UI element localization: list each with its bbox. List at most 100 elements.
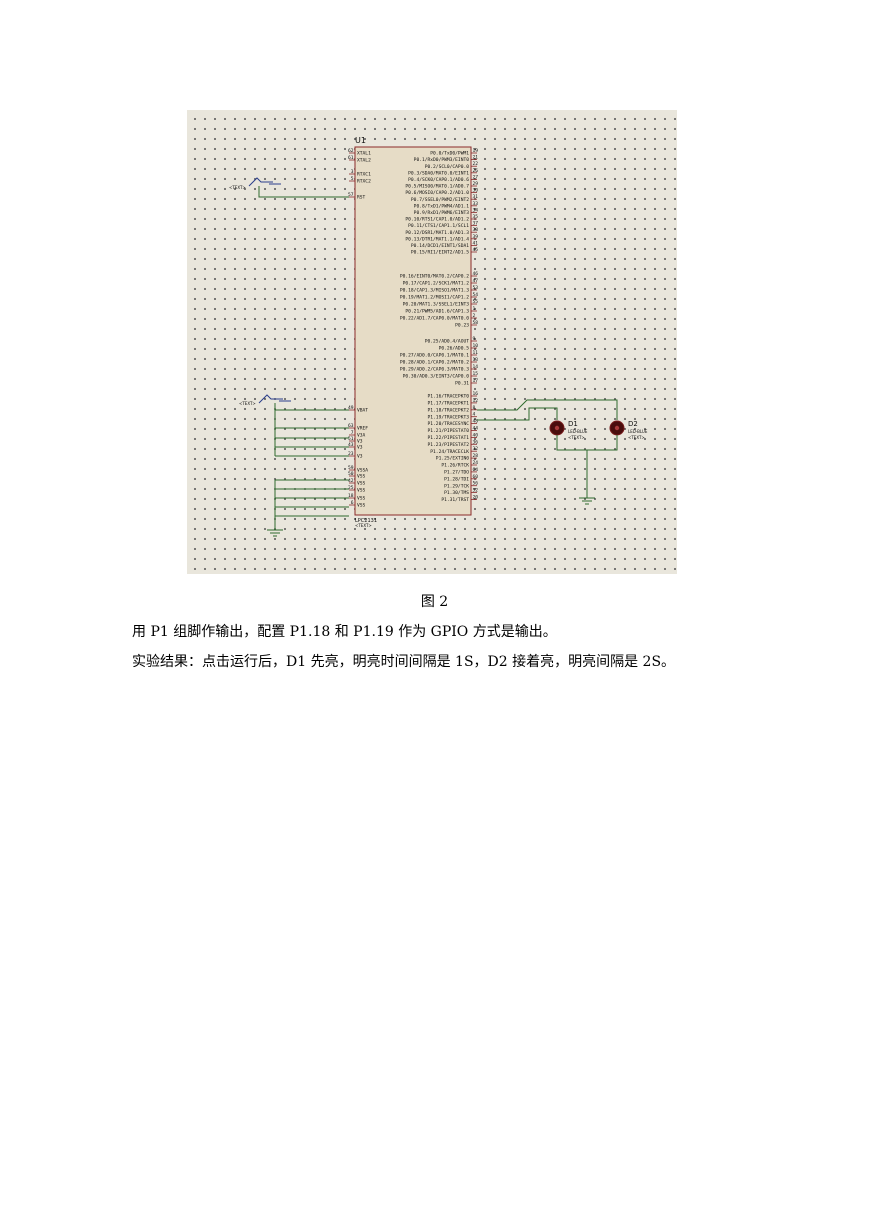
left-pin-name: RTXC1 bbox=[357, 172, 371, 178]
wire-vbat-bus bbox=[274, 403, 349, 457]
right-pin-name: P0.23 bbox=[455, 323, 469, 329]
left-pin-number: 5 bbox=[351, 176, 354, 182]
right-pin-name: P0.25/AD0.4/AOUT bbox=[425, 339, 469, 345]
ground-symbol-left bbox=[267, 526, 283, 537]
left-pin-name: V3A bbox=[357, 433, 366, 439]
left-pin-name: VSS bbox=[357, 481, 366, 487]
wire-p1-18 bbox=[477, 399, 618, 420]
vbat-power-terminal: <TEXT> bbox=[239, 394, 291, 406]
right-pin-number: 28 bbox=[473, 453, 479, 459]
chip-part: LPC2131 bbox=[355, 518, 377, 524]
led-d1-ref: D1 bbox=[568, 420, 578, 428]
right-pin-name: P0.10/RTS1/CAP1.0/AD1.2 bbox=[405, 217, 469, 223]
right-pin: P0.0/TxD0/PWM1 19 bbox=[430, 148, 478, 157]
right-pin-number: 40 bbox=[473, 432, 479, 438]
right-pin-name: P1.20/TRACESYNC bbox=[428, 421, 470, 427]
led-d2-text: <TEXT> bbox=[628, 435, 645, 440]
right-pin: P0.27/AD0.0/CAP0.1/MAT0.111 bbox=[400, 350, 478, 359]
right-pin: P0.28/AD0.1/CAP0.2/MAT0.213 bbox=[400, 357, 478, 366]
right-pin-name: P1.23/PIPESTAT2 bbox=[428, 442, 470, 448]
left-pin-number: 18 bbox=[348, 493, 354, 499]
left-pin-number: 7 bbox=[351, 430, 354, 436]
right-pin-name: P0.8/TxD1/PWM4/AD1.1 bbox=[414, 203, 470, 209]
right-pin-name: P1.26/RTCK bbox=[441, 463, 469, 469]
right-pin-number: 44 bbox=[473, 426, 479, 432]
right-pin-group: P0.0/TxD0/PWM119P0.1/RxD0/PWM3/EINT021P0… bbox=[400, 148, 478, 503]
right-pin-number: 14 bbox=[473, 364, 479, 370]
right-pin-number: 41 bbox=[473, 240, 479, 246]
right-pin: P0.12/DSR1/MAT1.0/AD1.338 bbox=[405, 227, 478, 236]
vbat-terminal-text: <TEXT> bbox=[239, 401, 256, 406]
left-pin-number: 6 bbox=[351, 500, 354, 506]
right-pin-number: 39 bbox=[473, 234, 479, 240]
right-pin-name: P0.21/PWM5/AD1.6/CAP1.3 bbox=[405, 309, 469, 315]
left-pin-name: VSS bbox=[357, 503, 366, 509]
right-pin-number: 19 bbox=[473, 148, 479, 154]
paragraph-config: 用 P1 组脚作输出，配置 P1.18 和 P1.19 作为 GPIO 方式是输… bbox=[132, 624, 557, 640]
right-pin-name: P0.20/MAT1.3/SSEL1/EINT3 bbox=[403, 302, 470, 308]
left-pin-number: 50 bbox=[348, 471, 354, 477]
left-pin-name: RST bbox=[357, 195, 366, 201]
right-pin-name: P0.18/CAP1.3/MISO1/MAT1.3 bbox=[400, 288, 469, 294]
right-pin: P0.6/MOSI0/CAP0.2/AD1.030 bbox=[405, 188, 478, 197]
led-d1-part: LED-BLUE bbox=[568, 429, 588, 434]
wire-vss-bus bbox=[274, 479, 349, 526]
rst-power-terminal: <TEXT> bbox=[229, 177, 281, 190]
right-pin-name: P0.0/TxD0/PWM1 bbox=[430, 151, 469, 157]
left-pin-name: VSSA bbox=[357, 468, 368, 474]
right-pin: P1.25/EXTIN0 28 bbox=[436, 453, 478, 462]
left-pin-number: 62 bbox=[348, 148, 354, 154]
rst-terminal-text: <TEXT> bbox=[229, 185, 246, 190]
left-pin-name: V3 bbox=[357, 445, 363, 451]
left-pin-name: VSS bbox=[357, 496, 366, 502]
right-pin-number: 2 bbox=[473, 313, 476, 319]
right-pin-name: P0.4/SCK0/CAP0.1/AD0.6 bbox=[408, 177, 469, 183]
right-pin: P0.26/AD0.510 bbox=[439, 343, 479, 352]
left-pin-number: 49 bbox=[348, 405, 354, 411]
right-pin-name: P1.30/TMS bbox=[444, 490, 469, 496]
right-pin-name: P0.11/CTS1/CAP1.1/SCL1 bbox=[408, 223, 469, 229]
right-pin-name: P0.9/RxD1/PWM6/EINT3 bbox=[414, 210, 470, 216]
right-pin: P0.8/TxD1/PWM4/AD1.133 bbox=[414, 201, 479, 210]
right-pin-number: 34 bbox=[473, 207, 479, 213]
right-pin: P0.17/CAP1.2/SCK1/MAT1.247 bbox=[403, 278, 479, 287]
right-pin: P0.5/MISO0/MAT0.1/AD0.729 bbox=[405, 181, 478, 190]
left-pin-name: RTXC2 bbox=[357, 179, 371, 185]
right-pin-number: 38 bbox=[473, 227, 479, 233]
left-pin-number: 63 bbox=[348, 423, 354, 429]
right-pin-name: P1.25/EXTIN0 bbox=[436, 456, 469, 462]
led-d2-ref: D2 bbox=[628, 420, 638, 428]
right-pin: P0.30/AD0.3/EINT3/CAP0.015 bbox=[403, 371, 479, 380]
right-pin-name: P0.6/MOSI0/CAP0.2/AD1.0 bbox=[405, 190, 469, 196]
right-pin-name: P0.27/AD0.0/CAP0.1/MAT0.1 bbox=[400, 353, 469, 359]
right-pin-number: 8 bbox=[473, 405, 476, 411]
right-pin-name: P1.22/PIPESTAT1 bbox=[428, 435, 470, 441]
right-pin: P0.10/RTS1/CAP1.0/AD1.235 bbox=[405, 214, 478, 223]
chip-text-placeholder: <TEXT> bbox=[355, 523, 372, 528]
right-pin-name: P1.29/TCK bbox=[444, 483, 469, 489]
led-d1-text: <TEXT> bbox=[568, 435, 585, 440]
right-pin-name: P0.28/AD0.1/CAP0.2/MAT0.2 bbox=[400, 360, 469, 366]
right-pin-number: 16 bbox=[473, 391, 479, 397]
